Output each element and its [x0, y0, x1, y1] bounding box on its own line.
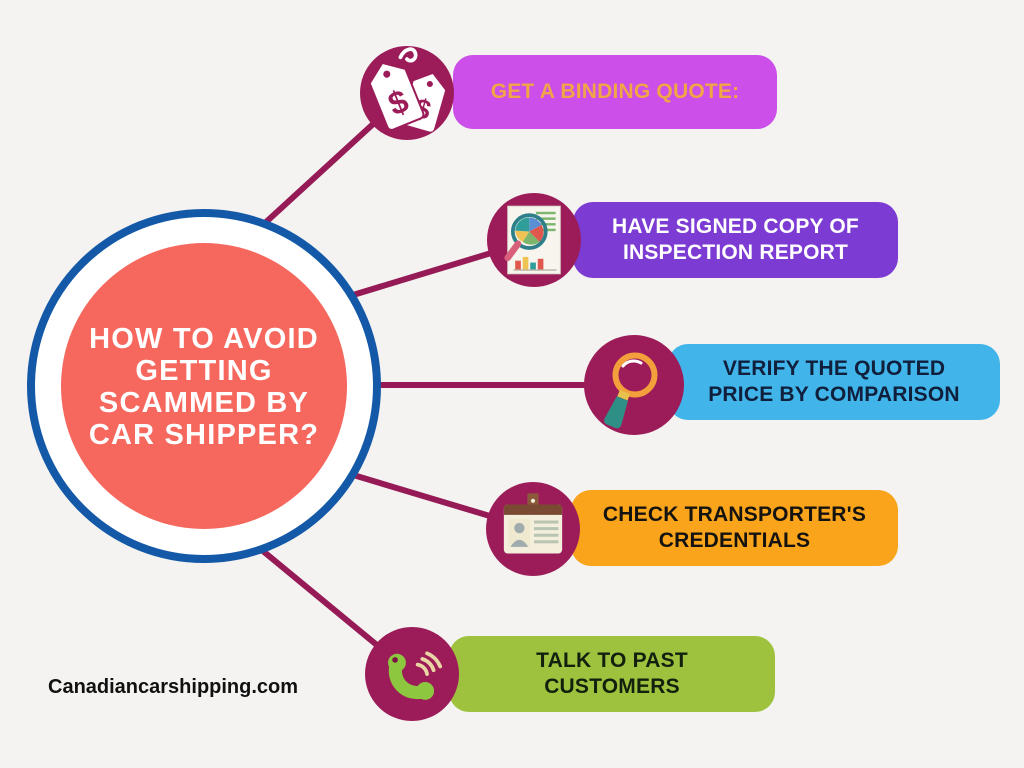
item-label-3: VERIFY THE QUOTED PRICE BY COMPARISON	[708, 357, 960, 406]
central-title: HOW TO AVOID GETTING SCAMMED BY CAR SHIP…	[88, 323, 320, 451]
magnifier-icon	[584, 335, 684, 435]
item-label-4: CHECK TRANSPORTER'S CREDENTIALS	[602, 503, 867, 552]
item-label-1: GET A BINDING QUOTE:	[490, 80, 740, 104]
phone-icon	[365, 627, 459, 721]
item-bar-2: HAVE SIGNED COPY OF INSPECTION REPORT	[573, 202, 898, 278]
item-bar-5: TALK TO PAST CUSTOMERS	[449, 636, 775, 712]
website-label: Canadiancarshipping.com	[48, 676, 299, 698]
item-bar-3: VERIFY THE QUOTED PRICE BY COMPARISON	[668, 344, 1000, 420]
item-label-5: TALK TO PAST CUSTOMERS	[536, 649, 688, 698]
price-tags-icon: $ $	[360, 46, 454, 140]
item-bar-1: GET A BINDING QUOTE:	[453, 55, 777, 129]
central-topic-inner: HOW TO AVOID GETTING SCAMMED BY CAR SHIP…	[61, 243, 347, 529]
id-card-icon	[486, 482, 580, 576]
item-bar-4: CHECK TRANSPORTER'S CREDENTIALS	[571, 490, 898, 566]
central-topic-circle: HOW TO AVOID GETTING SCAMMED BY CAR SHIP…	[27, 209, 381, 563]
inspection-report-icon	[487, 193, 581, 287]
item-label-2: HAVE SIGNED COPY OF INSPECTION REPORT	[612, 215, 859, 264]
